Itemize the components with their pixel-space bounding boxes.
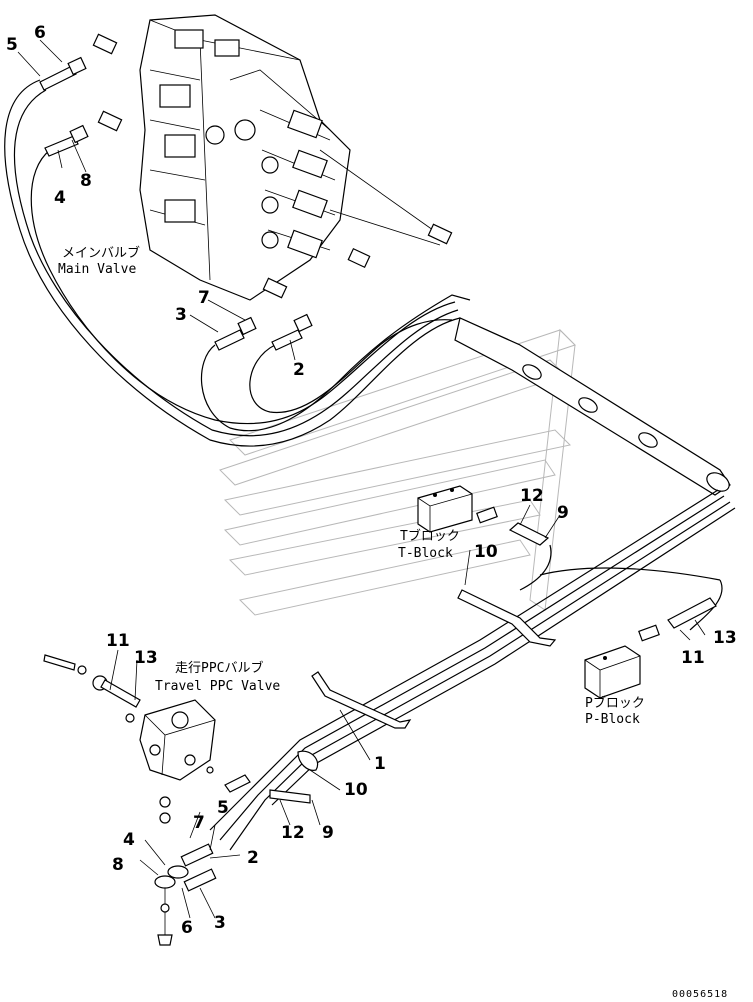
p-block bbox=[584, 597, 717, 699]
callout-10-right: 10 bbox=[474, 542, 498, 562]
callout-6-top: 6 bbox=[34, 23, 46, 43]
travel-ppc-valve-label-jp: 走行PPCバルブ bbox=[175, 660, 263, 676]
main-valve-label-en: Main Valve bbox=[58, 262, 136, 277]
lower-fittings bbox=[154, 766, 311, 892]
leader-lines bbox=[17, 39, 706, 919]
p-block-label-jp: Pブロック bbox=[585, 695, 645, 711]
travel-ppc-valve-label-en: Travel PPC Valve bbox=[155, 679, 280, 694]
document-number: 00056518 bbox=[672, 989, 728, 1000]
callout-11-left: 11 bbox=[106, 631, 130, 651]
hose-fittings-top bbox=[39, 56, 313, 351]
callout-12-low: 12 bbox=[281, 823, 305, 843]
callout-6-low: 6 bbox=[181, 918, 193, 938]
t-block-label-en: T-Block bbox=[398, 546, 453, 561]
callout-11-right: 11 bbox=[681, 648, 705, 668]
clamps bbox=[297, 589, 557, 771]
elbow-fittings-main-valve bbox=[92, 33, 453, 299]
t-block bbox=[417, 485, 550, 546]
travel-ppc-valve bbox=[43, 654, 216, 946]
callout-5-top: 5 bbox=[6, 35, 18, 55]
callout-8-top: 8 bbox=[80, 171, 92, 191]
callout-3-top: 3 bbox=[175, 305, 187, 325]
callout-7-top: 7 bbox=[198, 288, 210, 308]
callout-2-low: 2 bbox=[247, 848, 259, 868]
callout-13-right: 13 bbox=[713, 628, 737, 648]
main-valve-label-jp: メインバルブ bbox=[62, 245, 140, 261]
p-block-label-en: P-Block bbox=[585, 712, 640, 727]
callout-7-low: 7 bbox=[193, 813, 205, 833]
t-block-label-jp: Tブロック bbox=[400, 528, 460, 544]
callout-13-left: 13 bbox=[134, 648, 158, 668]
callout-5-low: 5 bbox=[217, 798, 229, 818]
callout-3-low: 3 bbox=[214, 913, 226, 933]
callout-1: 1 bbox=[374, 754, 386, 774]
callout-12-right: 12 bbox=[520, 486, 544, 506]
callout-4-top: 4 bbox=[54, 188, 66, 208]
callout-10-low: 10 bbox=[344, 780, 368, 800]
callout-9-low: 9 bbox=[322, 823, 334, 843]
callout-8-low: 8 bbox=[112, 855, 124, 875]
protective-sleeve bbox=[454, 317, 731, 496]
callout-9-right: 9 bbox=[557, 503, 569, 523]
callout-2-top: 2 bbox=[293, 360, 305, 380]
hose-bundle bbox=[4, 79, 521, 447]
callout-4-low: 4 bbox=[123, 830, 135, 850]
main-valve bbox=[139, 14, 441, 301]
